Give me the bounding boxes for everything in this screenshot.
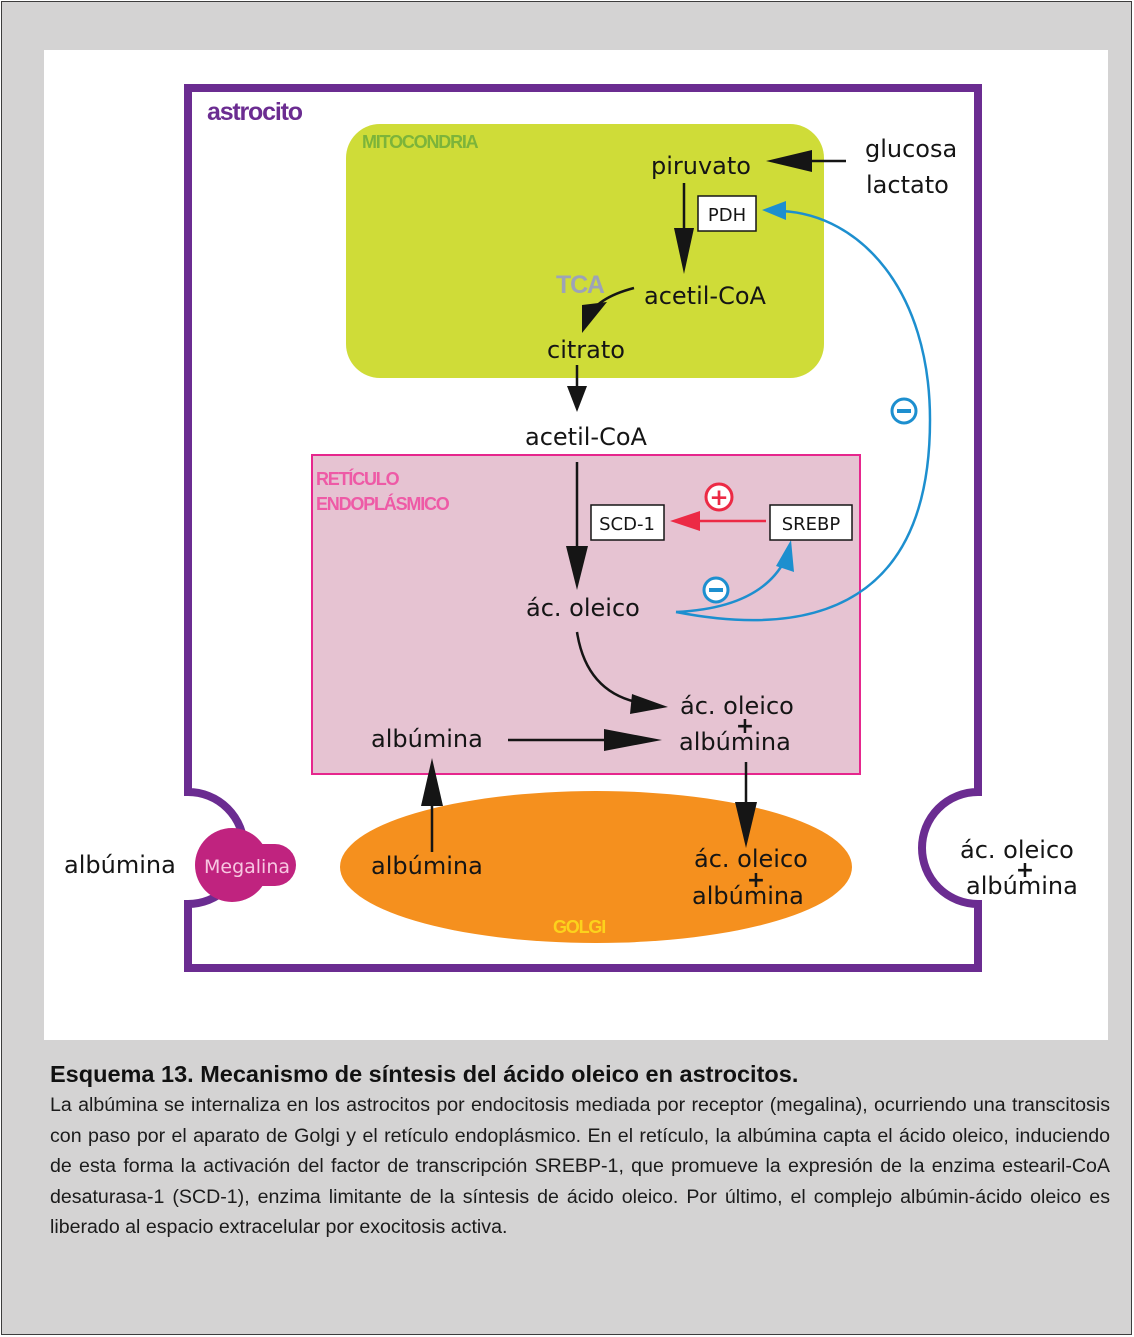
golgi-label: GOLGI — [553, 917, 605, 937]
scd1-box — [590, 504, 665, 541]
complex-er-line2: albúmina — [679, 728, 791, 756]
megalina-receptor-body — [195, 828, 269, 902]
scd1-label: SCD-1 — [599, 514, 655, 535]
arrowhead — [604, 729, 662, 751]
arrowhead — [762, 201, 786, 220]
srebp-box — [769, 504, 853, 541]
arrow-oleico-to-complex — [575, 631, 637, 704]
citrato-label: citrato — [547, 336, 625, 364]
arrowhead — [567, 386, 587, 412]
figure-caption: Esquema 13. Mecanismo de síntesis del ác… — [50, 1058, 1110, 1243]
lactato-label: lactato — [866, 171, 949, 199]
arrowhead — [582, 302, 607, 333]
arrowhead — [766, 150, 812, 172]
activation-plus: + — [709, 485, 728, 511]
albumina-golgi-label: albúmina — [371, 852, 483, 880]
arrowhead — [421, 758, 443, 806]
complex-out-line2: albúmina — [966, 872, 1078, 900]
arrowhead — [566, 546, 588, 590]
srebp-label: SREBP — [782, 514, 841, 535]
acetil-coa-mito-label: acetil-CoA — [644, 282, 767, 310]
inhibition-minus-pdh — [897, 409, 911, 413]
arrow-oleico-inhibits-pdh — [675, 209, 932, 622]
piruvato-label: piruvato — [651, 152, 751, 180]
endoplasmic-reticulum — [311, 454, 861, 775]
complex-golgi-line1: ác. oleico — [694, 845, 808, 873]
caption-title: Esquema 13. Mecanismo de síntesis del ác… — [50, 1061, 799, 1087]
arrowhead — [776, 540, 794, 572]
mitochondria — [346, 124, 824, 378]
acetil-coa-cyto-label: acetil-CoA — [525, 423, 648, 451]
oleico-label: ác. oleico — [526, 594, 640, 622]
arrowhead — [674, 228, 694, 274]
megalina-label: Megalina — [204, 856, 290, 878]
arrow-oleico-inhibits-srebp — [675, 559, 787, 614]
complex-er-plus: + — [736, 714, 754, 739]
complex-out-plus: + — [1016, 858, 1034, 883]
albumina-er-label: albúmina — [371, 725, 483, 753]
pdh-label: PDH — [708, 205, 746, 226]
arrowhead — [735, 802, 757, 848]
pdh-box — [697, 195, 757, 232]
inhibition-minus-srebp — [709, 588, 723, 592]
activation-sign — [704, 482, 734, 512]
caption-body: La albúmina se internaliza en los astroc… — [50, 1094, 1110, 1238]
glucosa-label: glucosa — [865, 135, 957, 163]
complex-er-line1: ác. oleico — [680, 692, 794, 720]
arrowhead — [670, 511, 700, 531]
albumina-outside-label: albúmina — [64, 851, 176, 879]
golgi-apparatus — [340, 791, 852, 943]
er-label-line2: ENDOPLÁSMICO — [316, 493, 450, 514]
arrowhead — [630, 694, 668, 714]
complex-golgi-line2: albúmina — [692, 882, 804, 910]
tca-label: TCA — [556, 271, 605, 299]
er-label-line1: RETÍCULO — [316, 468, 400, 489]
cell-label: astrocito — [207, 98, 303, 126]
complex-out-line1: ác. oleico — [960, 836, 1074, 864]
complex-golgi-plus: + — [747, 868, 765, 893]
mitochondria-label: MITOCONDRIA — [362, 132, 479, 152]
